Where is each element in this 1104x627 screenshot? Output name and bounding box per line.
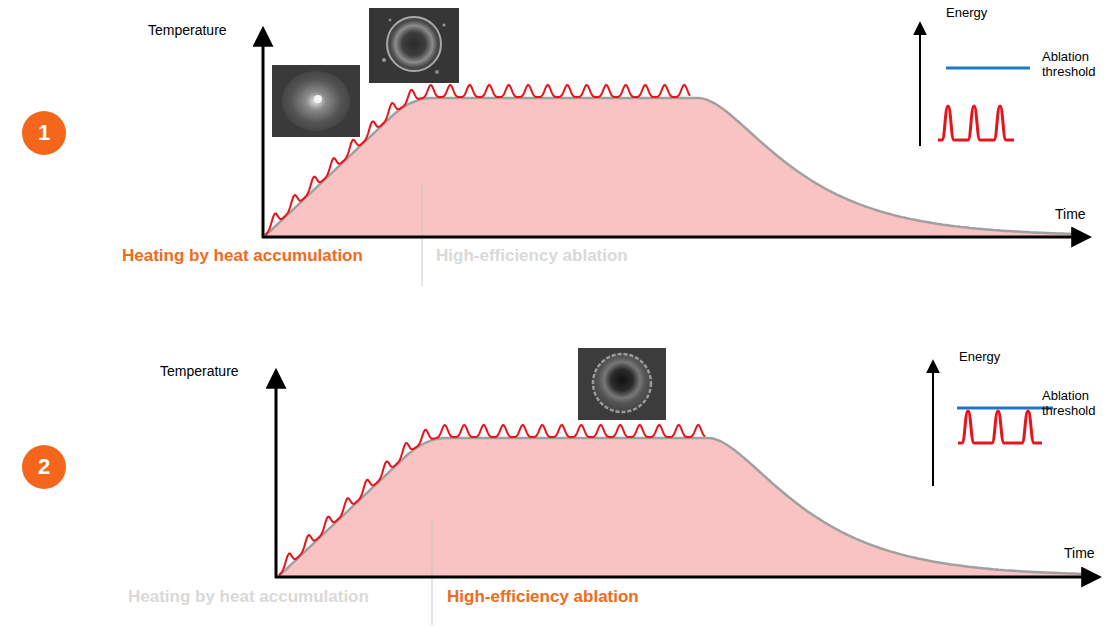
pulse-train <box>279 425 705 575</box>
temperature-curve <box>265 98 1081 236</box>
threshold-label: Ablation threshold <box>1042 50 1100 80</box>
axis-title: Time <box>1055 206 1086 222</box>
micrograph <box>369 8 459 83</box>
temperature-area <box>265 98 1082 236</box>
phase-label: High-efficiency ablation <box>447 587 639 607</box>
x-axis <box>262 236 1088 239</box>
energy-axis <box>919 24 921 146</box>
phase-label: Heating by heat accumulation <box>122 246 363 266</box>
threshold-line <box>957 407 1053 410</box>
threshold-line <box>946 67 1030 70</box>
axis-title: Temperature <box>160 363 239 379</box>
phase-divider <box>432 520 433 625</box>
threshold-label: Ablation threshold <box>1042 389 1100 419</box>
step-circle: 2 <box>22 445 66 489</box>
phase-label: Heating by heat accumulation <box>128 587 369 607</box>
axis-title: Time <box>1064 545 1095 561</box>
micrograph <box>578 348 666 420</box>
energy-axis <box>932 362 934 486</box>
step-number: 1 <box>38 120 50 146</box>
phase-label: High-efficiency ablation <box>436 246 628 266</box>
y-axis <box>262 30 265 238</box>
axis-title: Temperature <box>148 22 227 38</box>
axis-title: Energy <box>946 6 987 21</box>
micrograph <box>272 65 360 137</box>
step-circle: 1 <box>22 111 66 155</box>
phase-divider <box>422 182 423 286</box>
x-axis <box>275 576 1098 579</box>
laser-pulses <box>938 106 1014 140</box>
axis-title: Energy <box>959 350 1000 365</box>
y-axis <box>275 372 278 578</box>
laser-pulses <box>958 411 1042 443</box>
step-number: 2 <box>38 454 50 480</box>
